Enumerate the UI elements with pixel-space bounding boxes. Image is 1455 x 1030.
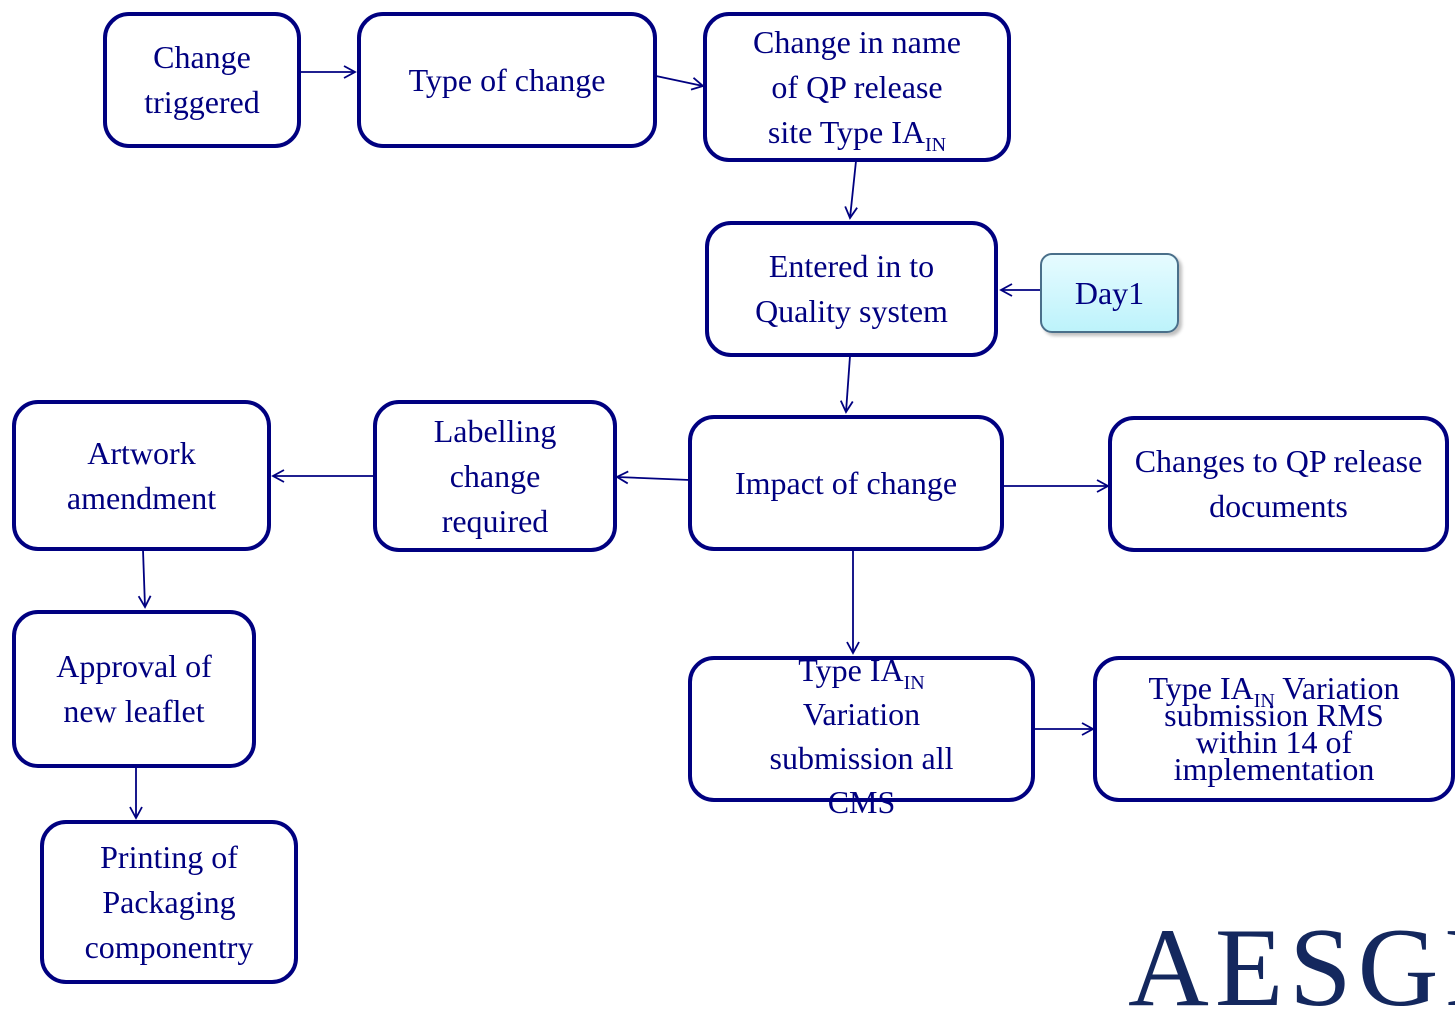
node-approval-new-leaflet: Approval of new leaflet [12,610,256,768]
node-variation-all-line3: submission all [769,740,954,776]
node-qp-docs-label: Changes to QP release documents [1134,443,1423,524]
node-impact-label: Impact of change [734,464,958,501]
node-name-change-sub: IN [925,133,947,156]
arrow-artwork-to-approval [137,549,152,609]
node-labelling-change: Labelling change required [373,400,617,552]
node-printing-label: Printing of Packaging componentry [84,838,254,965]
node-variation-all-line2: Variation [802,696,921,732]
node-variation-rms-line3: within 14 of [1195,724,1353,760]
node-change-triggered-label: Change triggered [144,39,260,120]
node-variation-rms-line2: submission RMS [1164,697,1384,733]
arrow-type-to-name-change [655,75,705,91]
node-impact-of-change: Impact of change [688,415,1004,551]
node-variation-all-line4: CMS [827,784,896,820]
node-name-change-line2: of QP release [771,68,943,105]
node-name-change: Change in name of QP release site Type I… [703,12,1011,162]
arrow-quality-to-impact [839,355,854,414]
node-variation-rms-line1b: Variation [1274,670,1400,706]
arrow-name-change-to-quality [844,160,858,220]
node-variation-all-sub: IN [903,672,925,694]
node-labelling-line1: Labelling [433,412,557,449]
node-variation-rms-line1a: Type IA [1148,670,1254,706]
node-name-change-line3: site Type IA [767,113,926,150]
node-labelling-line2: change [449,457,541,494]
node-type-of-change-label: Type of change [408,61,606,98]
node-quality-line2: Quality system [755,293,948,329]
node-printing-packaging: Printing of Packaging componentry [40,820,298,984]
node-variation-all-line1: Type IA [798,652,904,688]
arrow-impact-to-labelling [615,470,691,485]
node-variation-rms: Type IAIN Variation submission RMS withi… [1093,656,1455,802]
node-name-change-line1: Change in name [753,23,961,60]
node-variation-rms-line4: implementation [1173,751,1375,787]
node-type-of-change: Type of change [357,12,657,148]
node-qp-release-docs: Changes to QP release documents [1108,416,1449,552]
connector-arrows [129,65,1110,820]
node-variation-all-cms: Type IAIN Variation submission all CMS [688,652,1035,820]
node-quality-system: Entered in to Quality system [705,221,998,357]
day1-callout: Day1 [1040,253,1179,333]
node-labelling-line3: required [441,502,549,539]
node-quality-line1: Entered in to [768,248,935,284]
node-artwork-label: Artwork amendment [66,434,217,516]
aesgp-logo: AESGP [1128,906,1455,1030]
node-artwork-amendment: Artwork amendment [12,400,271,551]
day1-label: Day1 [1074,274,1145,311]
node-approval-label: Approval of new leaflet [56,648,212,729]
node-change-triggered: Change triggered [103,12,301,148]
